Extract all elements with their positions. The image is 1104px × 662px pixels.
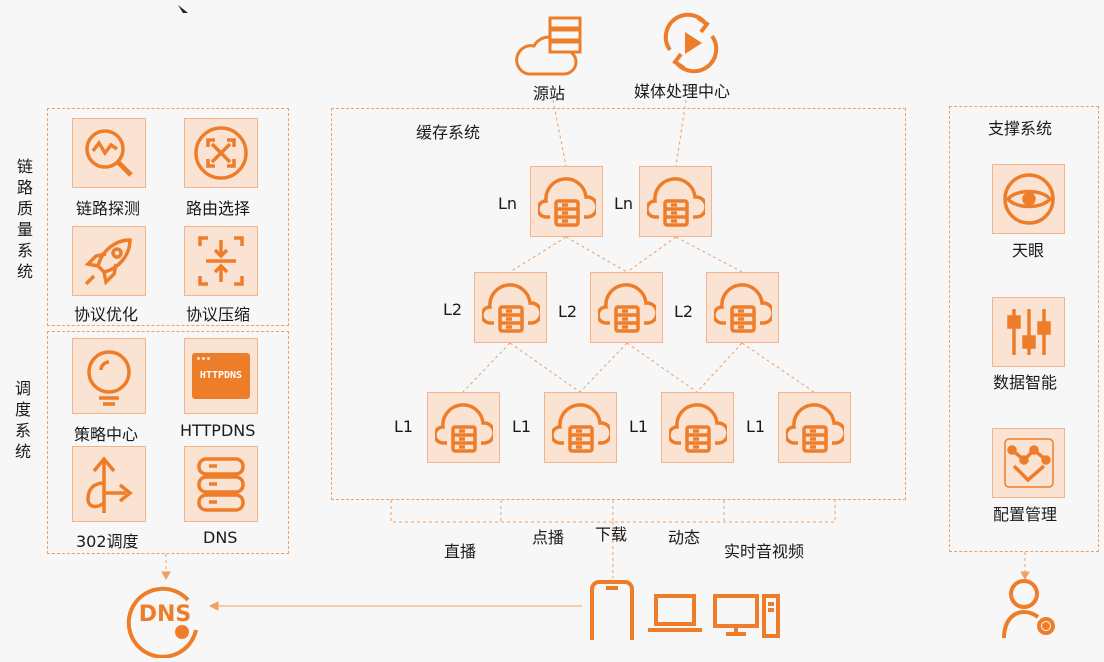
- data-intel-label: 数据智能: [993, 373, 1058, 392]
- cloud-server-icon: [713, 282, 772, 333]
- phone-icon: [588, 578, 636, 648]
- media-center-label: 媒体处理中心: [634, 82, 731, 101]
- l2-label: L2: [443, 300, 463, 319]
- data-intel-tile[interactable]: [992, 297, 1065, 367]
- cache-node-l2[interactable]: [706, 272, 779, 343]
- support-panel: [949, 106, 1099, 552]
- scheduling-panel: [47, 331, 289, 554]
- httpdns-icon: HTTPDNS: [192, 353, 250, 399]
- protocol-opt-tile[interactable]: [72, 226, 146, 296]
- sky-eye-tile[interactable]: [992, 164, 1065, 234]
- scheduling-title: 调度系统: [14, 379, 31, 461]
- probe-icon: [85, 129, 133, 177]
- sky-eye-label: 天眼: [1012, 241, 1045, 260]
- protocol-compress-label: 协议压缩: [186, 305, 251, 324]
- route-select-tile[interactable]: [184, 118, 258, 188]
- laptop-icon: [646, 592, 704, 640]
- cloud-server-icon: [434, 402, 493, 453]
- server-icon: [197, 457, 245, 512]
- flow-dynamic: 动态: [668, 528, 701, 547]
- cache-title: 缓存系统: [416, 123, 481, 142]
- cloud-server-icon: [785, 402, 844, 453]
- strategy-center-tile[interactable]: [72, 338, 146, 414]
- cache-node-l2[interactable]: [474, 272, 547, 343]
- cache-node-ln[interactable]: [530, 166, 603, 237]
- l1-label: L1: [629, 417, 649, 436]
- protocol-opt-label: 协议优化: [74, 305, 139, 324]
- route-icon: [194, 126, 248, 180]
- redirect-icon: [86, 456, 133, 513]
- ln-label: Ln: [614, 194, 634, 213]
- flow-rtc: 实时音视频: [724, 542, 805, 561]
- bulb-icon: [87, 350, 131, 406]
- cache-node-ln[interactable]: [639, 166, 712, 237]
- dns-badge-text: DNS: [138, 602, 192, 627]
- link-quality-title: 链路质量系统: [16, 157, 33, 281]
- config-icon: [1003, 438, 1054, 488]
- l1-label: L1: [746, 417, 766, 436]
- config-mgmt-tile[interactable]: [992, 428, 1065, 498]
- dns-label: DNS: [203, 528, 238, 547]
- eye-icon: [1002, 173, 1055, 225]
- l2-label: L2: [674, 302, 694, 321]
- redirect-302-label: 302调度: [76, 532, 139, 551]
- config-mgmt-label: 配置管理: [993, 505, 1058, 524]
- flow-vod: 点播: [532, 528, 565, 547]
- link-quality-panel: [47, 108, 289, 326]
- origin-server-icon: [514, 14, 584, 84]
- cloud-server-icon: [597, 282, 656, 333]
- origin-label: 源站: [533, 84, 566, 103]
- rocket-icon: [84, 238, 132, 286]
- compress-icon: [198, 236, 244, 286]
- route-select-label: 路由选择: [186, 199, 251, 218]
- flow-download: 下载: [595, 525, 628, 544]
- httpdns-tile[interactable]: HTTPDNS: [184, 338, 258, 414]
- mouse-cursor-icon: [176, 0, 190, 19]
- ln-label: Ln: [498, 194, 518, 213]
- l1-label: L1: [512, 417, 532, 436]
- link-probe-tile[interactable]: [72, 118, 146, 188]
- link-probe-label: 链路探测: [76, 199, 141, 218]
- user-settings-icon: [1000, 576, 1064, 642]
- httpdns-label: HTTPDNS: [180, 421, 256, 440]
- cache-node-l1[interactable]: [661, 392, 734, 463]
- media-process-icon: [660, 10, 722, 80]
- support-title: 支撑系统: [988, 119, 1053, 138]
- cache-node-l1[interactable]: [778, 392, 851, 463]
- redirect-302-tile[interactable]: [72, 446, 146, 522]
- cloud-server-icon: [537, 176, 596, 227]
- cache-panel: [331, 108, 906, 500]
- flow-live: 直播: [444, 542, 477, 561]
- cache-node-l2[interactable]: [590, 272, 663, 343]
- desktop-icon: [712, 592, 782, 642]
- connector-lines: [161, 99, 1030, 611]
- protocol-compress-tile[interactable]: [184, 226, 258, 296]
- cloud-server-icon: [481, 282, 540, 333]
- l2-label: L2: [558, 302, 578, 321]
- dns-tile[interactable]: [184, 446, 258, 522]
- cache-node-l1[interactable]: [427, 392, 500, 463]
- cloud-server-icon: [668, 402, 727, 453]
- dns-circle-icon: DNS: [126, 580, 204, 659]
- cloud-server-icon: [646, 176, 705, 227]
- strategy-center-label: 策略中心: [74, 425, 139, 444]
- cloud-server-icon: [551, 402, 610, 453]
- sliders-icon: [1006, 309, 1051, 355]
- cache-node-l1[interactable]: [544, 392, 617, 463]
- l1-label: L1: [394, 417, 414, 436]
